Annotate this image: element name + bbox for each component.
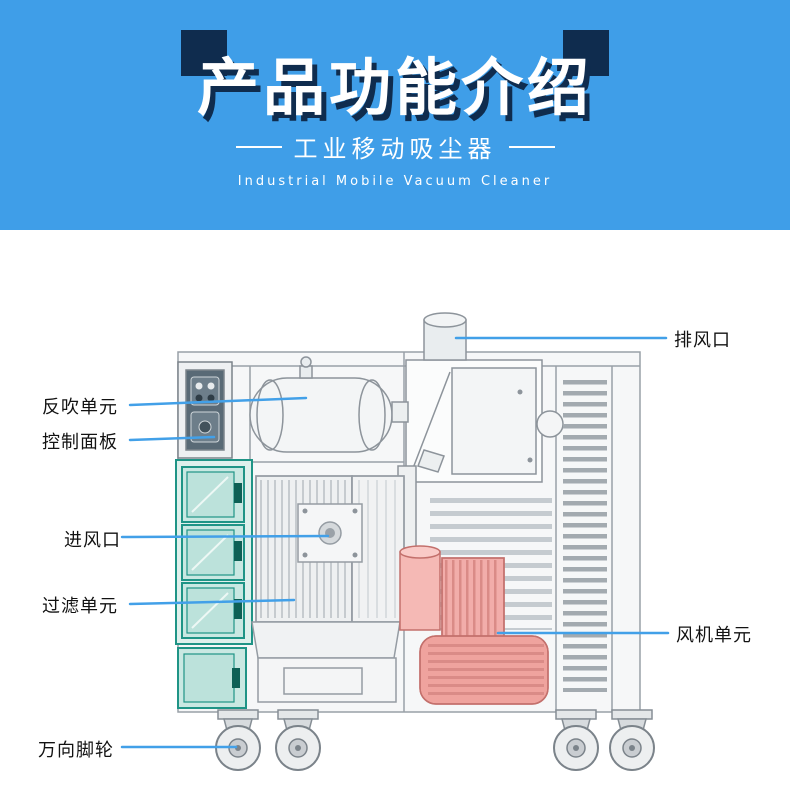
title-corner-decoration-left <box>180 30 227 76</box>
label-filter-unit: 过滤单元 <box>42 596 118 617</box>
label-control-panel: 控制面板 <box>42 432 118 453</box>
subtitle-english: Industrial Mobile Vacuum Cleaner <box>237 174 553 190</box>
label-exhaust-outlet: 排风口 <box>674 330 731 351</box>
exhaust-duct-drawing <box>405 312 564 483</box>
label-casters: 万向脚轮 <box>38 740 114 761</box>
control-panel-drawing <box>177 361 233 459</box>
filter-cartridge-drawing <box>255 475 405 623</box>
title-corner-decoration-right <box>563 30 609 76</box>
subtitle-divider-left <box>235 145 282 148</box>
casters-drawing <box>215 709 655 771</box>
subtitle-row: 工业移动吸尘器 <box>0 129 790 164</box>
subtitle-divider-right <box>508 145 555 148</box>
page-title: 产品功能介绍 <box>196 51 593 124</box>
dust-bin-drawing <box>251 621 401 703</box>
blower-drawing <box>399 545 549 705</box>
header-banner: 产品功能介绍 工业移动吸尘器 Industrial Mobile Vacuum … <box>0 0 790 230</box>
leader-lines <box>120 336 670 749</box>
label-backblow-unit: 反吹单元 <box>42 397 118 418</box>
label-air-inlet: 进风口 <box>64 530 121 551</box>
title-plate: 产品功能介绍 <box>180 30 609 124</box>
label-fan-unit: 风机单元 <box>676 625 752 646</box>
subtitle: 工业移动吸尘器 <box>293 135 497 164</box>
filter-doors-drawing <box>175 459 253 709</box>
